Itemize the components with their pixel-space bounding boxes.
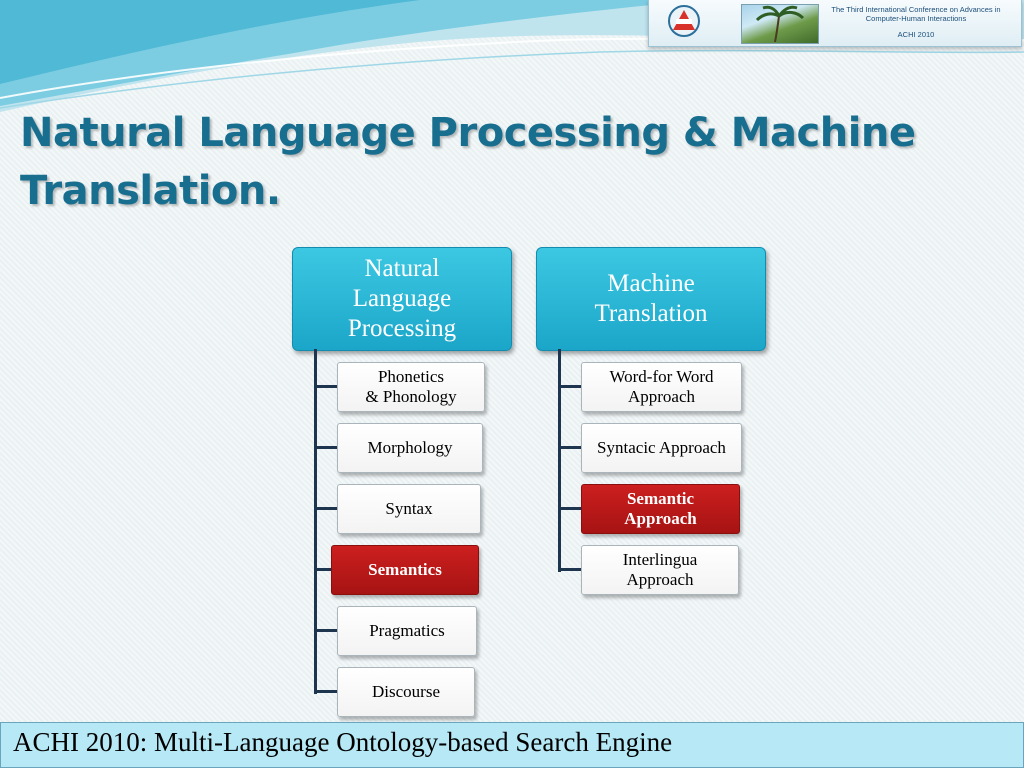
nlp-branch-line xyxy=(314,446,338,449)
mt-branch-line xyxy=(558,385,582,388)
slide-title: Natural Language Processing & Machine Tr… xyxy=(20,104,920,220)
nlp-branch-line xyxy=(314,507,338,510)
item-line: Pragmatics xyxy=(369,621,445,640)
mt-trunk-line xyxy=(558,349,561,572)
item-line: Syntacic Approach xyxy=(597,438,726,457)
mt-heading-box: Machine Translation xyxy=(536,247,766,351)
nlp-branch-line xyxy=(314,629,338,632)
slide-title-line-2: Translation. xyxy=(20,168,281,214)
slide-title-line-1: Natural Language Processing & Machine xyxy=(20,110,916,156)
item-line: Approach xyxy=(627,387,696,406)
nlp-branch-line xyxy=(314,690,338,693)
mt-branch-line xyxy=(558,568,582,571)
mt-branch-line xyxy=(558,507,582,510)
item-line: Word-for Word xyxy=(609,367,714,386)
mt-item-semantic: Semantic Approach xyxy=(581,484,740,534)
mt-item-word-for-word: Word-for Word Approach xyxy=(581,362,742,412)
nlp-item-pragmatics: Pragmatics xyxy=(337,606,477,656)
mt-heading-line: Translation xyxy=(594,300,708,327)
nlp-heading-box: Natural Language Processing xyxy=(292,247,512,351)
nlp-item-syntax: Syntax xyxy=(337,484,481,534)
mt-branch-line xyxy=(558,446,582,449)
footer-text: ACHI 2010: Multi-Language Ontology-based… xyxy=(13,727,673,757)
nlp-item-morphology: Morphology xyxy=(337,423,483,473)
conference-line-2: Computer-Human Interactions xyxy=(865,14,967,23)
item-line: Discourse xyxy=(372,682,440,701)
conference-banner: The Third International Conference on Ad… xyxy=(648,0,1022,47)
item-line: Interlingua xyxy=(622,550,698,569)
mt-heading-line: Machine xyxy=(607,270,695,297)
nlp-heading-line: Language xyxy=(352,285,452,312)
item-line: Semantic xyxy=(626,489,695,508)
mt-item-syntactic: Syntacic Approach xyxy=(581,423,742,473)
item-line: Approach xyxy=(626,570,694,589)
nlp-branch-line xyxy=(314,385,338,388)
nlp-item-semantics: Semantics xyxy=(331,545,479,595)
item-line: Approach xyxy=(624,509,697,528)
nlp-heading-line: Processing xyxy=(347,315,457,342)
item-line: Morphology xyxy=(367,438,453,457)
nlp-branch-line xyxy=(314,568,332,571)
nlp-heading-line: Natural xyxy=(364,255,440,282)
iaria-logo-icon xyxy=(668,5,700,37)
conference-acronym: ACHI 2010 xyxy=(897,30,935,39)
nlp-item-phonetics-phonology: Phonetics & Phonology xyxy=(337,362,485,412)
nlp-trunk-line xyxy=(314,349,317,694)
item-line: & Phonology xyxy=(365,387,457,406)
conference-name: The Third International Conference on Ad… xyxy=(821,5,1011,23)
footer-bar: ACHI 2010: Multi-Language Ontology-based… xyxy=(0,722,1024,768)
item-line: Semantics xyxy=(368,560,442,579)
nlp-item-discourse: Discourse xyxy=(337,667,475,717)
conference-line-1: The Third International Conference on Ad… xyxy=(831,5,1001,14)
palm-photo xyxy=(741,4,819,44)
mt-item-interlingua: Interlingua Approach xyxy=(581,545,739,595)
item-line: Syntax xyxy=(385,499,433,518)
item-line: Phonetics xyxy=(377,367,445,386)
palm-tree-icon xyxy=(755,5,805,42)
